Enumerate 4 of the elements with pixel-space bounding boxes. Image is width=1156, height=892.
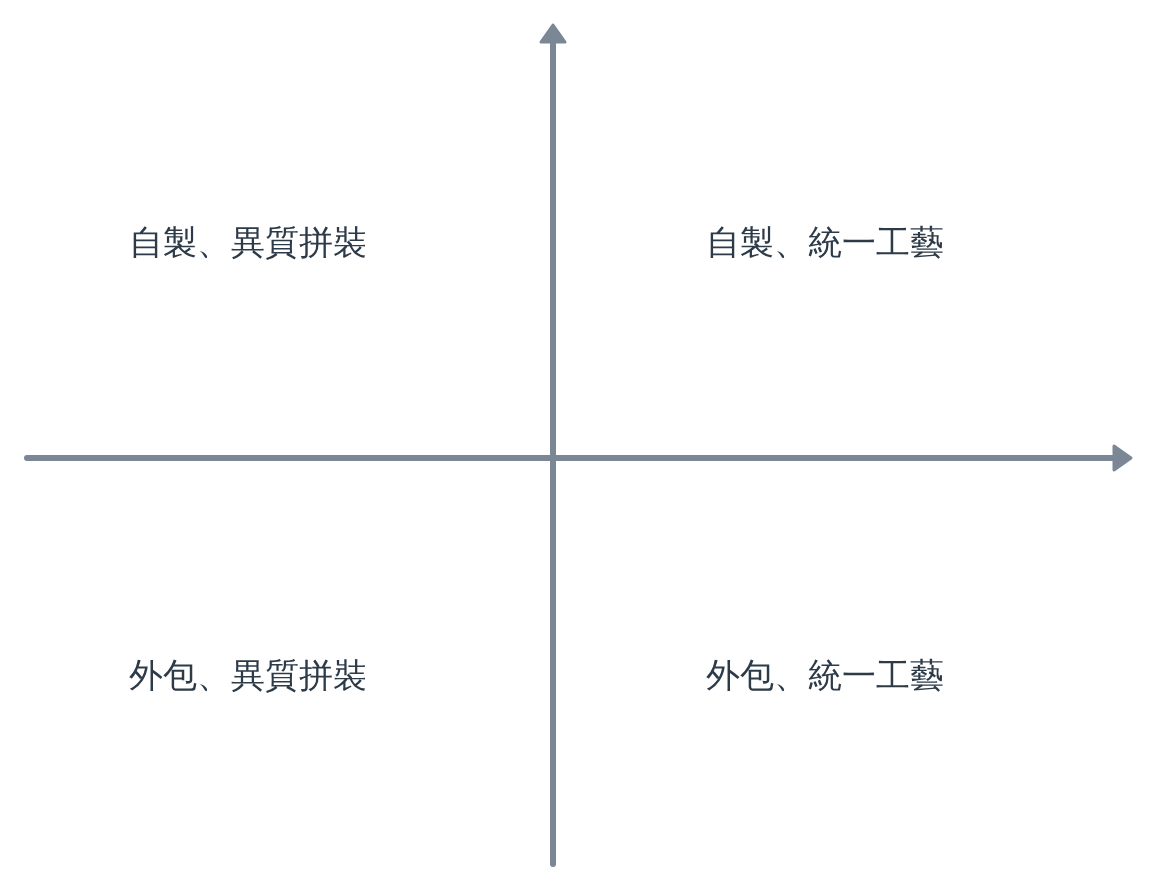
quadrant-label: 外包、異質拼裝: [129, 654, 367, 696]
quadrant-label: 自製、統一工藝: [706, 221, 944, 263]
quadrant-label: 外包、統一工藝: [706, 654, 944, 696]
quadrant-label: 自製、異質拼裝: [129, 221, 367, 263]
